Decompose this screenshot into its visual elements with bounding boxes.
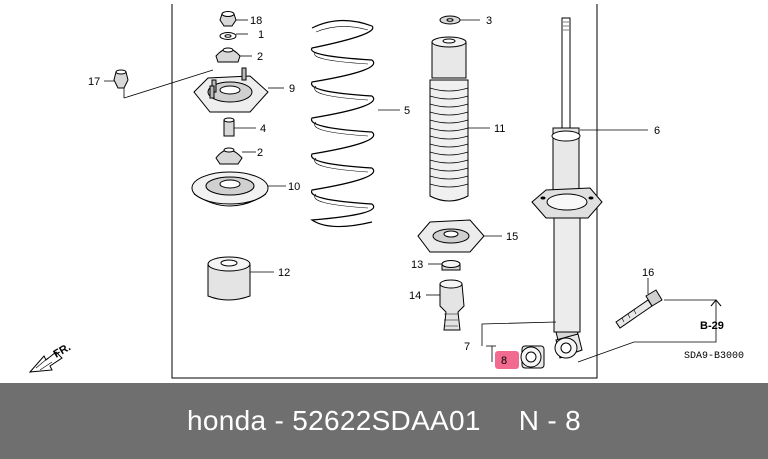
part-14-bump-rubber — [439, 279, 465, 331]
part-18-nut — [219, 11, 237, 27]
callout-10: 10 — [288, 181, 300, 193]
footer-caption: honda - 52622SDAA01 N - 8 — [187, 405, 581, 437]
part-16-bolt — [615, 289, 663, 329]
callout-15: 15 — [506, 231, 518, 243]
part-7-bushing — [554, 333, 583, 359]
part-2-lower-bushing — [215, 147, 243, 165]
part-1-washer — [219, 32, 237, 40]
callout-2-lower: 2 — [257, 147, 263, 159]
front-arrow-icon — [28, 351, 63, 373]
callout-4: 4 — [260, 123, 266, 135]
leader-17 — [104, 69, 214, 99]
front-arrow-label: FR. — [52, 341, 73, 360]
part-4-collar — [223, 117, 235, 137]
callout-17: 17 — [88, 76, 100, 88]
leader-lines — [234, 19, 722, 363]
part-6-damper — [531, 17, 603, 341]
parts-diagram: FR. 18 1 2 9 17 4 2 10 12 5 3 11 6 15 13… — [28, 4, 744, 379]
diagram-code: SDA9-B3000 — [684, 351, 744, 362]
part-8-bushing — [520, 345, 545, 369]
callout-3: 3 — [486, 15, 492, 27]
callout-7: 7 — [464, 341, 470, 353]
diagram-frame — [171, 4, 598, 379]
callout-12: 12 — [278, 267, 290, 279]
callout-18: 18 — [250, 15, 262, 27]
footer-dash: - — [274, 405, 285, 436]
reference-label: B-29 — [700, 320, 724, 332]
callout-6: 6 — [654, 125, 660, 137]
callout-11: 11 — [494, 123, 505, 135]
callout-8: 8 — [501, 355, 507, 367]
part-12-bump-stop — [207, 256, 251, 301]
footer-position: N - 8 — [518, 405, 581, 436]
part-15-lower-seat — [417, 219, 485, 253]
callout-2-upper: 2 — [257, 51, 263, 63]
part-17-nut — [113, 69, 129, 89]
part-5-coil-spring — [310, 19, 375, 228]
part-9-mount-base — [193, 67, 269, 113]
callout-13: 13 — [411, 259, 423, 271]
part-13-washer — [441, 260, 461, 271]
callout-5: 5 — [404, 105, 410, 117]
footer-part-number: 52622SDAA01 — [292, 405, 481, 436]
callout-1: 1 — [258, 29, 264, 41]
callout-16: 16 — [642, 267, 654, 279]
part-2-upper-bushing — [215, 47, 241, 63]
footer-brand: honda — [187, 405, 267, 436]
part-10-spring-seat — [191, 171, 269, 207]
callout-9: 9 — [289, 83, 295, 95]
highlight-part-8 — [495, 351, 519, 369]
footer-bar: honda - 52622SDAA01 N - 8 — [0, 383, 768, 459]
callout-14: 14 — [409, 290, 421, 302]
part-11-dust-boot — [429, 36, 469, 202]
part-3-washer — [439, 15, 461, 25]
